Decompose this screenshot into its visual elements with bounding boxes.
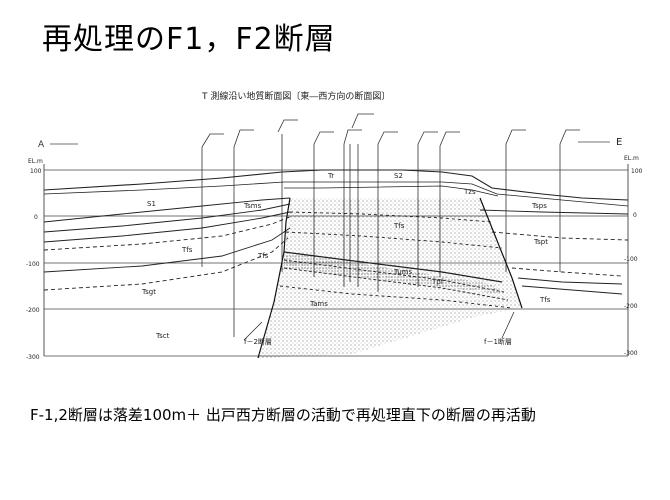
axis-unit-left: EL.m — [28, 158, 43, 165]
section-heading: T 測線沿い地質断面図〔東―西方向の断面図〕 — [201, 90, 390, 102]
slide-title: 再処理のF1，F2断層 — [42, 22, 336, 57]
ground-surface — [43, 169, 629, 201]
right-tick-100: 100 — [631, 168, 643, 175]
right-tick-minus300: -300 — [624, 350, 638, 357]
unit-label-tzs: Tzs — [463, 188, 476, 196]
unit-label-tr: Tr — [327, 172, 334, 180]
right-tick-minus100: -100 — [624, 256, 638, 263]
slide-caption: F-1,2断層は落差100m＋ 出戸西方断層の活動で再処理直下の断層の再活動 — [30, 406, 536, 424]
right-tick-minus200: -200 — [624, 303, 638, 310]
borehole-markers — [201, 113, 580, 148]
unit-label-tams: Tams — [309, 300, 328, 308]
left-tick-0: 0 — [34, 214, 38, 221]
left-tick-minus300: -300 — [26, 354, 40, 361]
fault-f2-line — [257, 197, 291, 359]
left-tick-minus200: -200 — [26, 307, 40, 314]
central-strata — [279, 211, 513, 309]
unit-label-s1: S1 — [147, 200, 156, 208]
left-tick-minus100: -100 — [26, 261, 40, 268]
fault-label-f2: f－2断層 — [244, 337, 272, 346]
unit-label-tsps: Tsps — [531, 202, 547, 210]
unit-label-tsct: Tsct — [155, 332, 170, 340]
western-strata — [43, 197, 293, 291]
unit-label-tsgt: Tsgt — [141, 288, 156, 296]
fault-f1-line — [479, 197, 523, 309]
fault-label-f1: f－1断層 — [484, 337, 512, 346]
section-end-right: E — [616, 137, 622, 148]
unit-label-tfs-right: Tfs — [539, 296, 551, 304]
axis-unit-right: EL.m — [624, 155, 639, 162]
unit-label-tspt: Tspt — [533, 238, 548, 246]
unit-label-tpf: Tpf — [431, 278, 444, 286]
unit-label-tums: Tums — [393, 268, 412, 276]
geologic-cross-section: T 測線沿い地質断面図〔東―西方向の断面図〕 A E — [22, 72, 647, 372]
unit-label-tfs-left: Tfs — [257, 252, 269, 260]
unit-label-s2: S2 — [394, 172, 403, 180]
unit-label-tfs: Tfs — [181, 246, 193, 254]
left-tick-100: 100 — [30, 168, 42, 175]
unit-label-tsms: Tsms — [243, 202, 262, 210]
right-tick-0: 0 — [633, 212, 637, 219]
unit-label-tfs-center: Tfs — [393, 222, 405, 230]
eastern-strata — [479, 209, 629, 295]
section-end-left: A — [38, 140, 45, 150]
